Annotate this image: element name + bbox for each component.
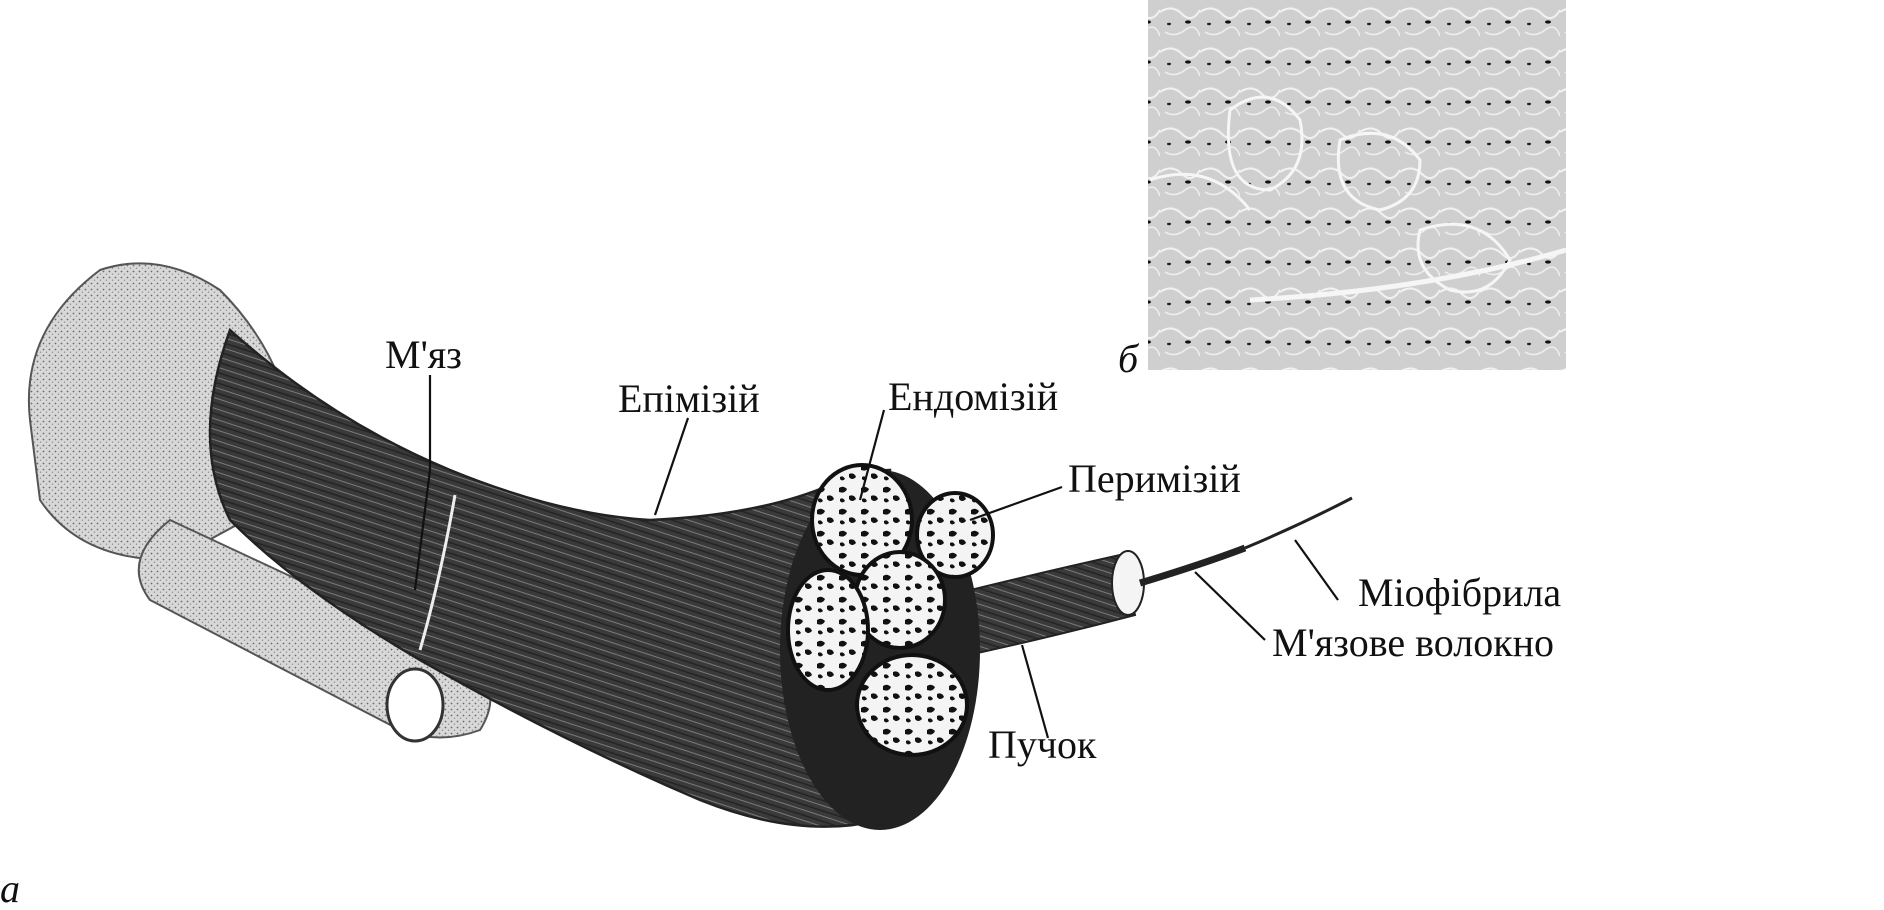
leader-lines <box>413 375 1339 739</box>
fascicle <box>855 653 969 757</box>
panel-label-b: б <box>1118 336 1140 381</box>
labels: М'яз Епімізій Ендомізій Перимізій Міофіб… <box>0 332 1561 910</box>
fascicle <box>915 491 995 579</box>
muscle-fiber-strand <box>1138 544 1247 587</box>
leader-bundle <box>1020 644 1050 739</box>
fascicle <box>786 568 870 692</box>
label-muscle-fiber: М'язове волокно <box>1272 620 1554 665</box>
label-bundle: Пучок <box>988 722 1097 767</box>
muscle-illustration <box>27 262 1353 830</box>
micrograph-panel <box>1148 0 1566 370</box>
leader-endomysium <box>858 409 886 501</box>
label-myofibril: Міофібрила <box>1358 570 1561 615</box>
cross-section <box>780 463 995 830</box>
muscle-belly <box>208 327 892 828</box>
label-perimysium: Перимізій <box>1068 456 1241 501</box>
label-endomysium: Ендомізій <box>888 374 1058 419</box>
myofibril-strand <box>1244 496 1353 550</box>
leader-muscle-fiber <box>1194 571 1266 641</box>
leader-myofibril <box>1294 539 1339 601</box>
leader-perimysium <box>969 485 1063 522</box>
label-muscle: М'яз <box>385 332 462 377</box>
leader-muscle <box>413 375 432 591</box>
label-epimysium: Епімізій <box>618 376 760 421</box>
extracted-bundle <box>928 553 1137 662</box>
panel-label-a: а <box>0 866 20 910</box>
leader-epimysium <box>653 417 690 516</box>
